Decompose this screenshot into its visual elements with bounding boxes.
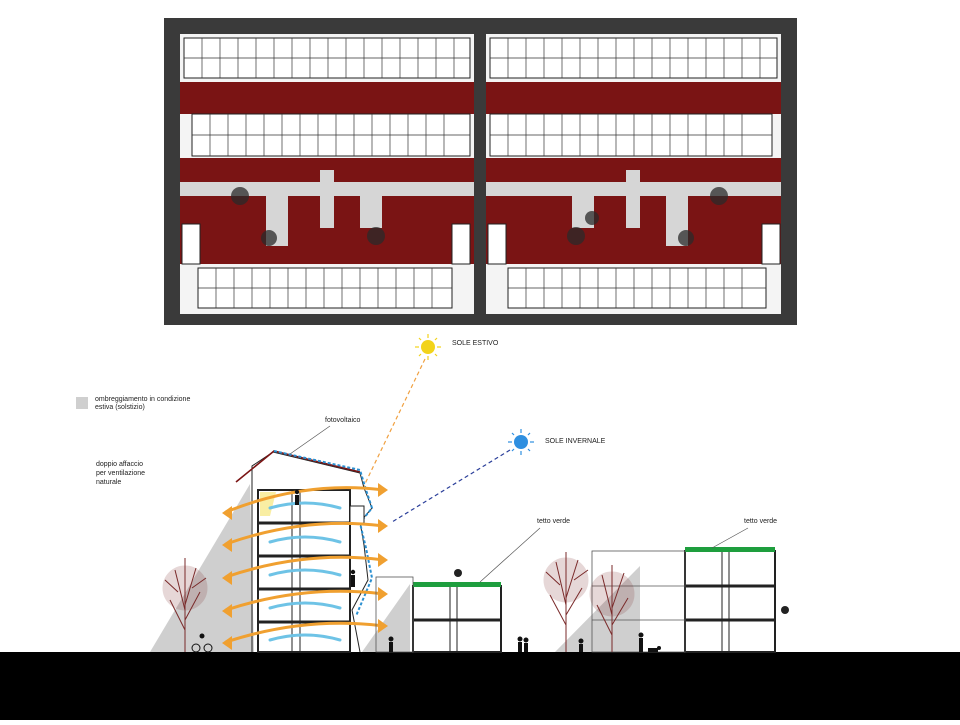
courtyard: [180, 82, 474, 114]
summer-shadow: [362, 584, 410, 652]
cyclist-icon: [191, 633, 213, 653]
green-roof: [685, 547, 775, 552]
main-tower: [235, 450, 374, 653]
courtyard: [486, 82, 781, 114]
doppio-affaccio-label-3: naturale: [96, 479, 121, 486]
airflow-arrows: [224, 486, 386, 644]
tree-icon: [543, 552, 589, 652]
dog-icon: [648, 646, 661, 652]
people: [191, 489, 661, 653]
summer-shadow: [150, 484, 254, 652]
ground: [0, 652, 960, 720]
person-icon: [350, 569, 356, 587]
site-plan: [164, 18, 797, 325]
path: [320, 170, 334, 228]
airflow-arrowheads: [222, 483, 388, 650]
person-icon: [638, 632, 644, 652]
tetto-verde-leader-2: [711, 527, 749, 549]
person-icon: [578, 638, 584, 652]
low-building-2: [591, 547, 789, 653]
unit-partitions: [184, 57, 777, 289]
fotovoltaico-label: fotovoltaico: [325, 417, 361, 424]
legend-text-1: ombreggiamento in condizione: [95, 396, 190, 403]
sole-invernale-label: SOLE INVERNALE: [545, 438, 606, 445]
tetto-verde-label-1: tetto verde: [537, 518, 570, 525]
person-icon: [294, 489, 300, 505]
summer-sun-icon: [415, 334, 441, 360]
unit-dividers: [201, 38, 761, 308]
plan-trees: [231, 187, 728, 246]
doppio-affaccio-label-1: doppio affaccio: [96, 461, 143, 468]
path: [360, 196, 382, 228]
legend-swatch: [76, 397, 88, 409]
sole-estivo-label: SOLE ESTIVO: [452, 340, 499, 347]
green-roof: [413, 582, 501, 587]
tree-icon: [589, 565, 635, 652]
doppio-affaccio-label-2: per ventilazione: [96, 470, 145, 477]
winter-sun-icon: [508, 429, 534, 455]
winter-sun-ray: [391, 449, 511, 523]
person-icon: [517, 636, 523, 652]
person-icon: [523, 637, 529, 652]
person-icon: [388, 636, 394, 652]
summer-sun-ray: [361, 358, 426, 491]
building-section: ombreggiamento in condizione estiva (sol…: [0, 330, 960, 720]
path: [626, 170, 640, 228]
tetto-verde-leader-1: [479, 527, 541, 583]
section-drawing: ombreggiamento in condizione estiva (sol…: [0, 334, 960, 720]
low-building-1: [375, 569, 502, 653]
trees: [162, 552, 635, 652]
tree-icon: [162, 558, 208, 652]
site-plan-drawing: [164, 18, 797, 325]
tetto-verde-label-2: tetto verde: [744, 518, 777, 525]
fotovoltaico-leader: [289, 425, 331, 455]
legend-text-2: estiva (solstizio): [95, 404, 145, 411]
